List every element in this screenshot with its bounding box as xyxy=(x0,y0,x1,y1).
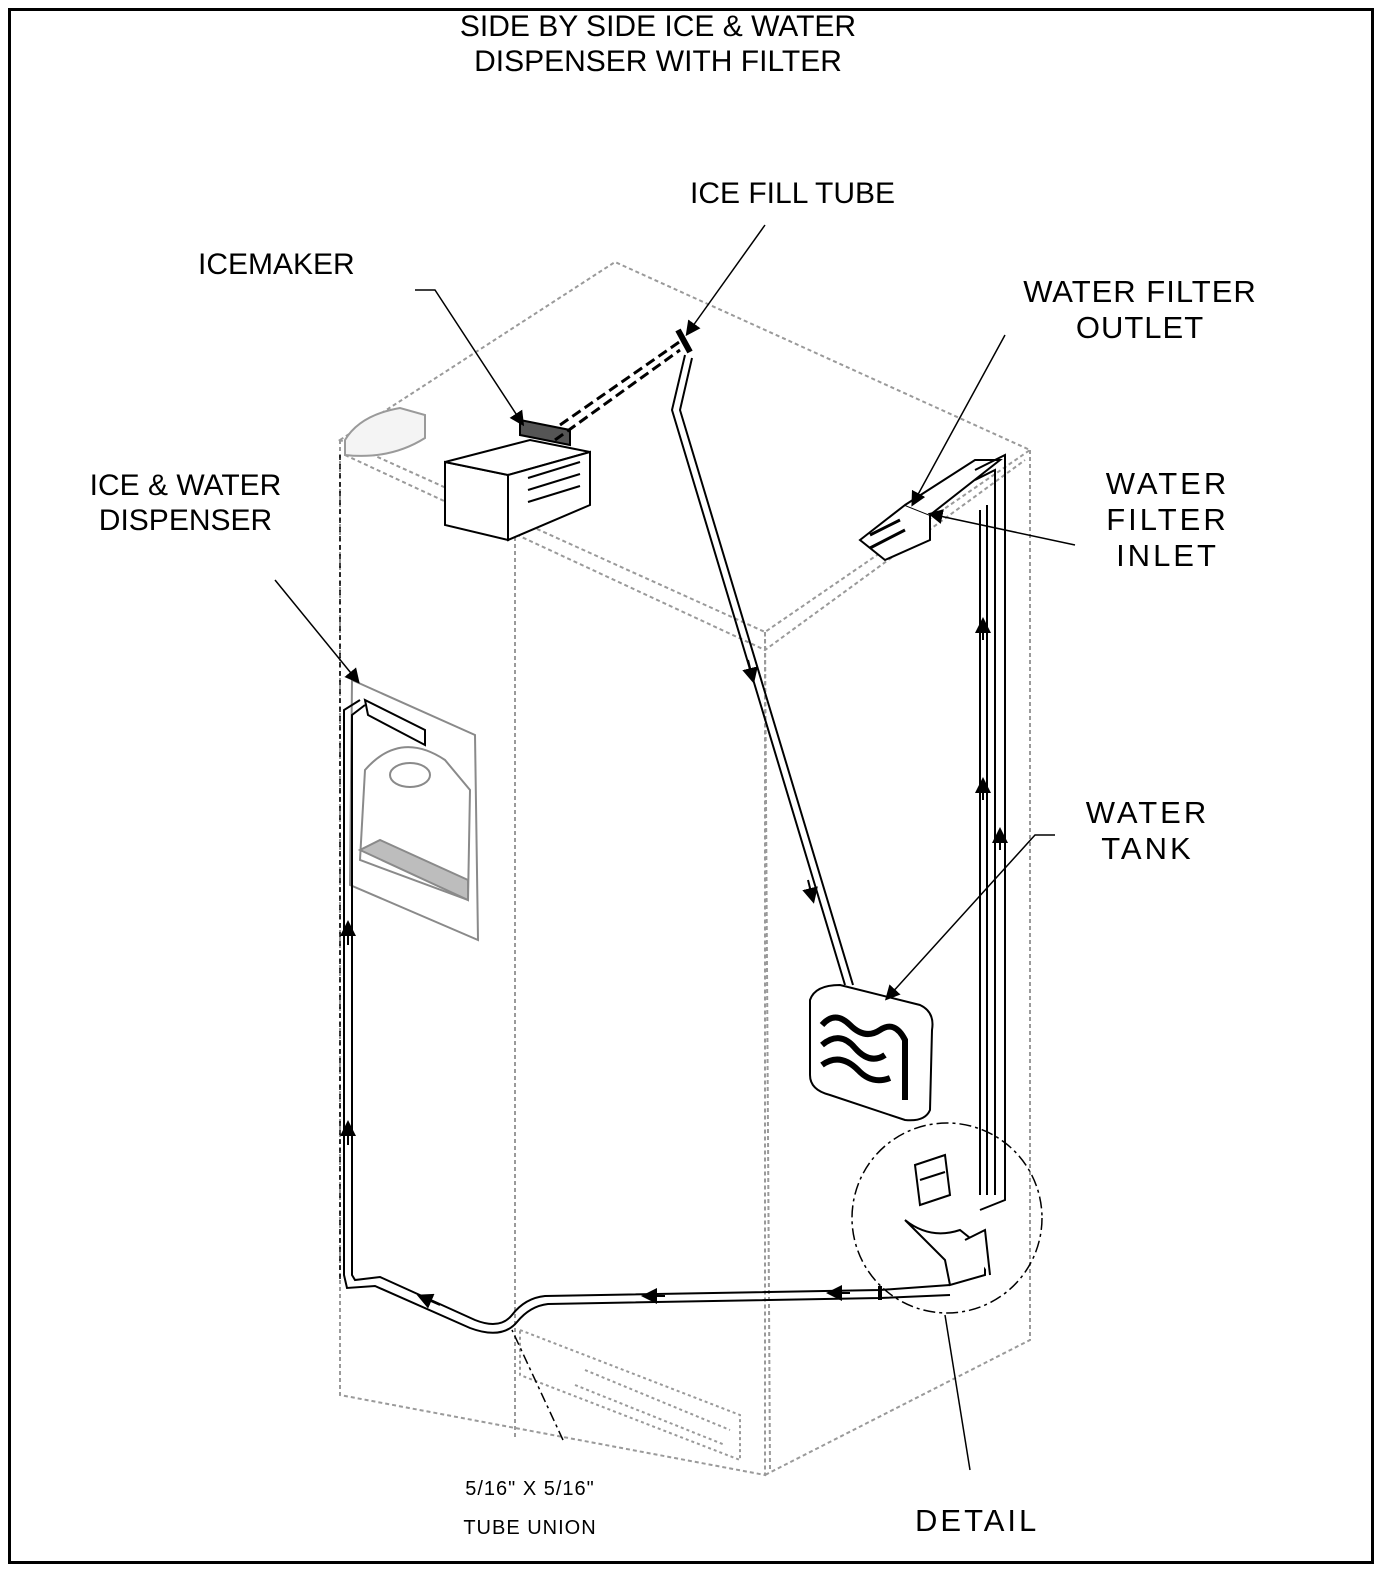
valve-assembly xyxy=(904,1153,991,1287)
bottom-grille xyxy=(519,1328,741,1462)
water-filter xyxy=(858,459,1003,562)
fill-tube-line xyxy=(670,354,854,986)
label-icemaker: ICEMAKER xyxy=(198,248,355,281)
title-line-1: SIDE BY SIDE ICE & WATER xyxy=(459,10,857,43)
supply-line xyxy=(340,699,951,1334)
dispenser-housing xyxy=(348,678,480,942)
right-side-tubes xyxy=(974,453,1008,1211)
label-water-tank: WATER TANK xyxy=(1085,795,1210,866)
label-water-filter-inlet: WATER FILTER INLET xyxy=(1105,466,1230,573)
icemaker-unit xyxy=(444,418,591,542)
diagram-frame xyxy=(8,8,1374,1564)
top-bracket xyxy=(344,406,426,457)
title-line-2: DISPENSER WITH FILTER xyxy=(474,44,842,78)
detail-circle xyxy=(851,1122,1043,1314)
label-ice-water-dispenser: ICE & WATER DISPENSER xyxy=(89,469,282,537)
label-ice-fill-tube: ICE FILL TUBE xyxy=(690,177,896,210)
page-title: SIDE BY SIDE ICE & WATER DISPENSER WITH … xyxy=(448,10,868,80)
label-detail: DETAIL xyxy=(915,1503,1040,1538)
label-water-filter-outlet: WATER FILTER OUTLET xyxy=(1023,274,1257,345)
ice-fill-tube xyxy=(554,328,693,442)
water-tank xyxy=(809,983,934,1122)
leader-lines xyxy=(274,224,1076,1471)
label-tube-union: 5/16" X 5/16" TUBE UNION xyxy=(463,1478,597,1539)
